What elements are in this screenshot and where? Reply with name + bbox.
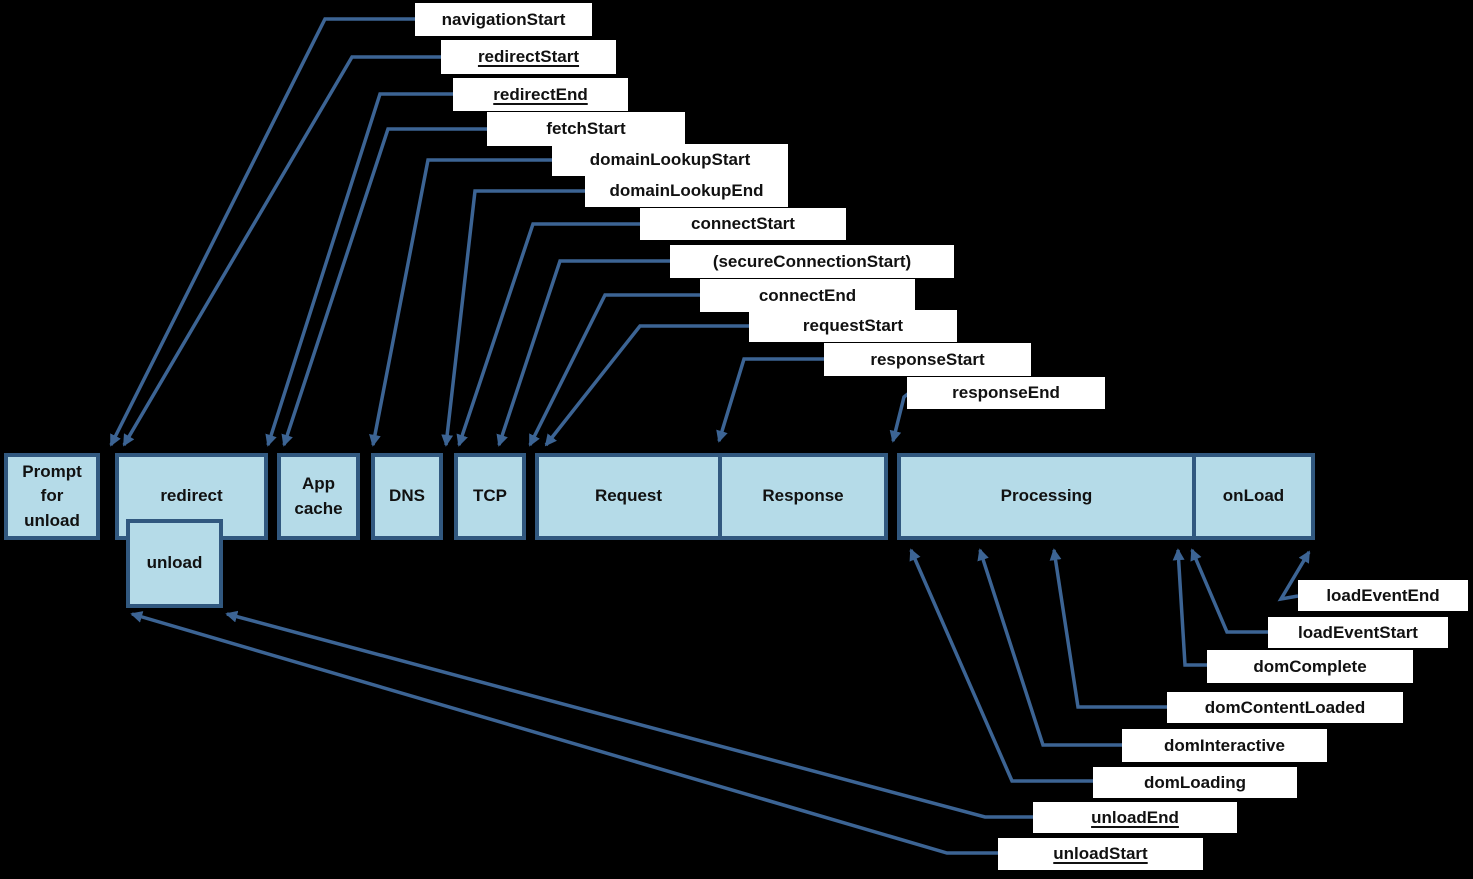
event-label-connectStart: connectStart — [640, 208, 846, 240]
arrow-domainLookupStart — [369, 158, 554, 447]
arrow-secureConnectionStart — [496, 259, 672, 447]
arrow-domContentLoaded — [1049, 548, 1167, 709]
box-processing-onload: Processing onLoad — [897, 453, 1315, 540]
box-app-cache: App cache — [277, 453, 360, 540]
event-label-domContentLoaded: domContentLoaded — [1167, 692, 1403, 723]
event-label-redirectEnd: redirectEnd — [453, 78, 628, 111]
event-label-unloadEnd: unloadEnd — [1033, 802, 1237, 833]
arrow-responseStart — [716, 357, 826, 443]
box-response: Response — [762, 486, 844, 506]
arrow-loadEventStart — [1190, 548, 1268, 634]
arrow-requestStart — [544, 324, 751, 447]
event-label-redirectStart: redirectStart — [441, 40, 616, 74]
event-label-responseStart: responseStart — [824, 343, 1031, 376]
arrow-redirectStart — [122, 55, 443, 447]
arrow-loadEventEnd — [1277, 550, 1311, 602]
arrow-domInteractive — [977, 548, 1122, 747]
box-onload: onLoad — [1222, 486, 1285, 506]
event-label-responseEnd: responseEnd — [907, 377, 1105, 409]
event-label-loadEventEnd: loadEventEnd — [1298, 580, 1468, 611]
box-dns: DNS — [371, 453, 443, 540]
event-label-domainLookupEnd: domainLookupEnd — [585, 175, 788, 207]
box-prompt-for-unload: Prompt for unload — [4, 453, 100, 540]
event-label-domComplete: domComplete — [1207, 650, 1413, 683]
event-label-navigationStart: navigationStart — [415, 3, 592, 36]
arrow-domLoading — [909, 548, 1093, 783]
event-label-fetchStart: fetchStart — [487, 112, 685, 146]
event-label-domInteractive: domInteractive — [1122, 729, 1327, 762]
arrow-domComplete — [1172, 548, 1207, 667]
box-processing: Processing — [1000, 486, 1093, 506]
event-label-requestStart: requestStart — [749, 310, 957, 342]
arrow-navigationStart — [109, 17, 417, 447]
arrow-redirectEnd — [265, 92, 455, 447]
arrow-fetchStart — [281, 127, 489, 447]
box-request-response: Request Response — [535, 453, 888, 540]
event-label-secureConnectionStart: (secureConnectionStart) — [670, 245, 954, 278]
arrow-unloadStart — [130, 611, 998, 855]
processing-onload-divider — [1192, 457, 1196, 536]
event-label-domLoading: domLoading — [1093, 767, 1297, 798]
arrow-domainLookupEnd — [441, 189, 587, 447]
event-label-connectEnd: connectEnd — [700, 279, 915, 312]
arrow-unloadEnd — [225, 610, 1033, 819]
box-tcp: TCP — [454, 453, 526, 540]
event-label-loadEventStart: loadEventStart — [1268, 617, 1448, 648]
arrow-connectStart — [456, 222, 642, 447]
event-label-unloadStart: unloadStart — [998, 838, 1203, 870]
box-unload: unload — [126, 519, 223, 608]
arrow-connectEnd — [528, 293, 702, 447]
event-label-domainLookupStart: domainLookupStart — [552, 144, 788, 176]
box-request: Request — [594, 486, 663, 506]
request-response-divider — [718, 457, 722, 536]
